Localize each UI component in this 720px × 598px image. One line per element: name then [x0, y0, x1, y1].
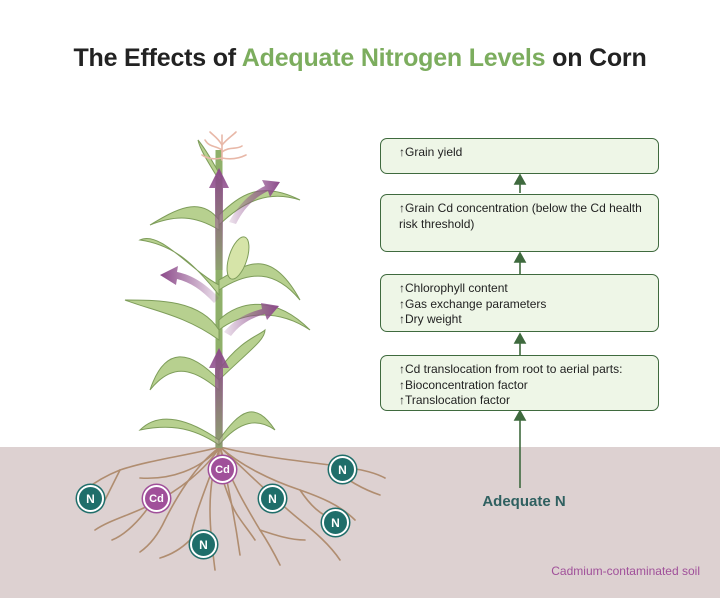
- effect-box-cd-translocation: ↑Cd translocation from root to aerial pa…: [380, 355, 659, 411]
- flow-connectors: [513, 173, 527, 488]
- effect-line: ↑Bioconcentration factor: [399, 377, 528, 392]
- nitrogen-ion: N: [190, 531, 217, 558]
- effect-box-grain-yield: ↑Grain yield: [380, 138, 659, 174]
- effect-line: ↑Dry weight: [399, 312, 462, 326]
- corn-cob: [226, 236, 250, 280]
- nitrogen-ion: N: [322, 509, 349, 536]
- effect-line: ↑Cd translocation from root to aerial pa…: [399, 362, 623, 376]
- diagram-title: The Effects of Adequate Nitrogen Levels …: [0, 44, 720, 73]
- nitrogen-ion: N: [329, 456, 356, 483]
- effect-box-physiology: ↑Chlorophyll content ↑Gas exchange param…: [380, 274, 659, 332]
- title-part1: The Effects of: [73, 44, 242, 72]
- cadmium-ion: Cd: [209, 456, 236, 483]
- effect-line: ↑Gas exchange parameters: [399, 296, 547, 311]
- effect-line: ↑Translocation factor: [399, 393, 510, 407]
- nitrogen-ion: N: [77, 485, 104, 512]
- effect-box-grain-cd: ↑Grain Cd concentration (below the Cd he…: [380, 194, 659, 252]
- effect-line: ↑Chlorophyll content: [399, 281, 508, 295]
- nitrogen-ion: N: [259, 485, 286, 512]
- side-arrow-middle-left: [160, 266, 219, 303]
- side-arrow-upper-right: [229, 180, 280, 224]
- soil-region: [0, 447, 720, 598]
- cadmium-ion: Cd: [143, 485, 170, 512]
- up-arrow-lower: [209, 348, 229, 448]
- soil-label: Cadmium-contaminated soil: [551, 564, 700, 578]
- effect-line: ↑Grain yield: [399, 145, 463, 159]
- up-arrow-upper: [209, 168, 229, 270]
- side-arrow-middle-right: [224, 303, 279, 336]
- effect-line: ↑Grain Cd concentration (below the Cd he…: [399, 201, 642, 231]
- nitrogen-flow-arrows: [160, 168, 280, 448]
- adequate-n-label: Adequate N: [482, 493, 566, 510]
- title-highlight: Adequate Nitrogen Levels: [241, 44, 546, 72]
- corn-tassel: [201, 131, 247, 161]
- title-part2: on Corn: [545, 44, 647, 72]
